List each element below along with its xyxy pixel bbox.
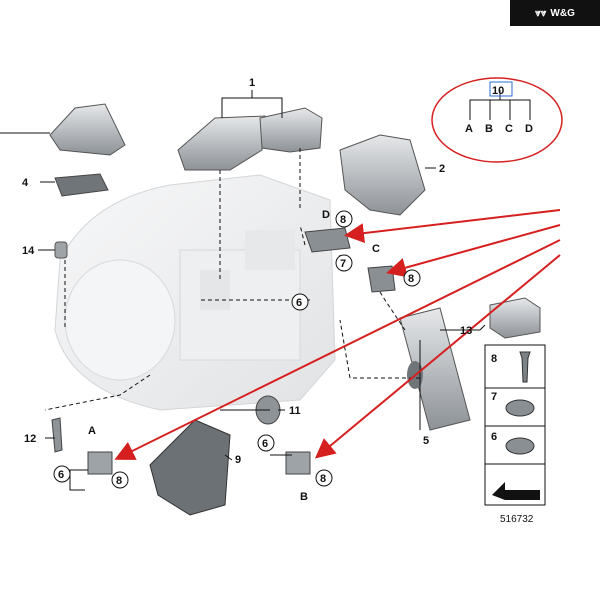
- part-13-pad: [489, 297, 541, 339]
- callout-5: 5: [423, 435, 429, 447]
- part-a-bracket: [87, 451, 113, 475]
- letter-d-part: D: [322, 209, 330, 221]
- callout-8-c: 8: [408, 273, 414, 285]
- legend-screw-icon: [519, 351, 531, 383]
- callout-2: 2: [439, 163, 445, 175]
- logo-wings-icon: ⩔⩔: [535, 7, 547, 19]
- letter-b-group: B: [485, 123, 493, 135]
- callout-9: 9: [235, 454, 241, 466]
- callout-7: 7: [340, 258, 346, 270]
- callout-8-a: 8: [116, 475, 122, 487]
- diagram-panel: 1 2 4 14 5 13 11 12 9 10 8 7 6 516732 8 …: [0, 68, 600, 538]
- brand-logo: ⩔⩔ W&G: [510, 0, 600, 26]
- callout-8-d: 8: [340, 214, 346, 226]
- legend-panel: [484, 344, 546, 506]
- logo-text: W&G: [550, 7, 575, 19]
- callout-10-box: [489, 81, 513, 97]
- part-9-bracket: [149, 419, 231, 516]
- callout-13: 13: [460, 325, 472, 337]
- letter-a-group: A: [465, 123, 473, 135]
- letter-d-group: D: [525, 123, 533, 135]
- callout-11: 11: [289, 405, 301, 417]
- callout-1: 1: [249, 77, 255, 89]
- leader-lines: [0, 90, 531, 491]
- callout-6-center: 6: [296, 297, 302, 309]
- callout-4: 4: [22, 177, 29, 189]
- circled-callouts: 8 7 8 6 6 8 6 8: [53, 210, 421, 489]
- letter-c-group: C: [505, 123, 513, 135]
- letter-b-part: B: [300, 491, 308, 503]
- callout-6-b: 6: [262, 438, 268, 450]
- callout-10: 10: [492, 85, 504, 97]
- callout-6-a: 6: [58, 469, 64, 481]
- legend-nut-icon: [505, 399, 535, 417]
- headlight-housing: [54, 174, 336, 411]
- part-d-bracket: [304, 227, 351, 253]
- callout-numbers: 1 2 4 14 5 13 11 12 9 10 8 7 6 516732: [22, 77, 534, 525]
- legend-8: 8: [491, 353, 497, 365]
- part-3-cover: [49, 103, 126, 156]
- letter-labels: D C A B A B C D: [88, 123, 533, 503]
- callout-10-highlight: [431, 77, 563, 163]
- reference-number: 516732: [500, 514, 534, 525]
- callout-12: 12: [24, 433, 36, 445]
- part-14-plug: [54, 241, 68, 259]
- part-c-bracket: [367, 265, 396, 293]
- letter-c-part: C: [372, 243, 380, 255]
- legend-arrow-icon: [492, 482, 540, 500]
- parts-diagram: 1 2 4 14 5 13 11 12 9 10 8 7 6 516732 8 …: [0, 77, 563, 525]
- legend-6: 6: [491, 431, 497, 443]
- callout-14: 14: [22, 245, 35, 257]
- part-2-lamp-unit: [339, 134, 426, 216]
- part-12-clip: [51, 417, 63, 453]
- legend-clip-icon: [505, 437, 535, 455]
- part-4-module: [54, 173, 109, 197]
- legend-7: 7: [491, 391, 497, 403]
- letter-a-part: A: [88, 425, 96, 437]
- callout-8-b: 8: [320, 473, 326, 485]
- part-1-cover: [177, 107, 323, 171]
- part-b-bracket: [285, 451, 311, 475]
- red-arrows: [114, 209, 561, 460]
